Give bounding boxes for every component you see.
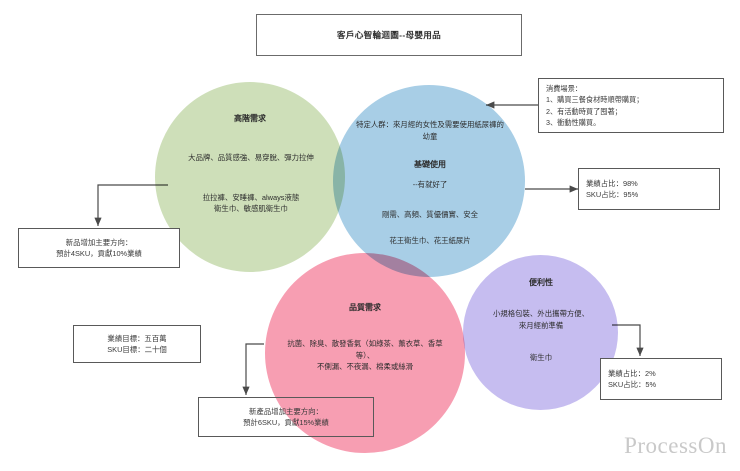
new-product-direction-left-box: 新品增加主要方向： 預計4SKU，貢獻10%業績: [18, 228, 180, 268]
pink-circle-title: 品質需求: [349, 303, 381, 312]
result-top-revenue-share: 業績占比：98%: [586, 179, 638, 188]
result-share-top-box: 業績占比：98% SKU占比：95%: [578, 168, 720, 210]
goal-revenue-target: 業績目標：五百萬: [107, 334, 167, 343]
scene-item-1: 1、購買三餐食材時順帶購買；: [546, 95, 644, 105]
goal-sku-target: SKU目標：二十個: [107, 345, 167, 354]
result-top-sku-share: SKU占比：95%: [586, 190, 639, 199]
result-share-bottom-box: 業績占比：2% SKU占比：5%: [600, 358, 722, 400]
purple-circle-attributes: 小規格包裝、外出攜帶方便、 來月經前準備: [492, 309, 590, 330]
scene-item-3: 3、衝動性購買。: [546, 117, 601, 127]
blue-circle-attributes: 剛需、高頻、質優價實、安全: [381, 210, 479, 219]
result-bottom-sku-share: SKU占比：5%: [608, 380, 657, 389]
scene-item-2: 2、有活動時買了囤著；: [546, 106, 622, 116]
result-bottom-revenue-share: 業績占比：2%: [608, 369, 656, 378]
consumption-scene-box: 消費場景： 1、購買三餐食材時順帶購買； 2、有活動時買了囤著； 3、衝動性購買…: [538, 78, 724, 133]
page-title: 客戶心智輪迴圖--母嬰用品: [336, 30, 442, 40]
new-product-bottom-detail: 預計6SKU，貢獻15%業績: [243, 418, 329, 427]
venn-circle-high-level-demand[interactable]: [155, 82, 345, 272]
purple-circle-title: 便利性: [529, 278, 553, 287]
green-circle-attributes: 大品牌、品質感強、易穿脫、彈力拉伸: [188, 153, 314, 162]
venn-circle-basic-use[interactable]: [333, 85, 525, 277]
venn-circle-convenience[interactable]: [463, 255, 618, 410]
new-product-bottom-heading: 新產品增加主要方向：: [249, 407, 323, 416]
scene-heading: 消費場景：: [546, 83, 582, 93]
blue-circle-tagline: --有就好了: [412, 180, 448, 189]
pink-circle-attributes: 抗菌、除臭、散發香氣（如綠茶、薰衣草、香草 等）、 不側漏、不夜漏、棉柔或絲滑: [287, 339, 443, 371]
new-product-left-heading: 新品增加主要方向：: [65, 238, 133, 247]
green-circle-title: 高階需求: [234, 114, 266, 123]
green-circle-products: 拉拉褲、安睡褲、always液態 衛生巾、敏感肌衛生巾: [202, 193, 300, 213]
blue-circle-audience: 特定人群：來月經的女性及需要使用紙尿褲的 幼童: [356, 120, 504, 141]
diagram-title-box: 客戶心智輪迴圖--母嬰用品: [256, 14, 522, 56]
blue-circle-title: 基礎使用: [414, 160, 446, 169]
purple-circle-products: 衛生巾: [529, 353, 553, 362]
blue-circle-products: 花王衛生巾、花王紙尿片: [389, 236, 471, 245]
target-goal-box: 業績目標：五百萬 SKU目標：二十個: [73, 325, 201, 363]
processon-watermark: ProcessOn: [624, 433, 727, 458]
new-product-left-detail: 預計4SKU，貢獻10%業績: [56, 249, 142, 258]
venn-circle-quality-demand[interactable]: [265, 253, 465, 453]
new-product-direction-bottom-box: 新產品增加主要方向： 預計6SKU，貢獻15%業績: [198, 397, 374, 437]
